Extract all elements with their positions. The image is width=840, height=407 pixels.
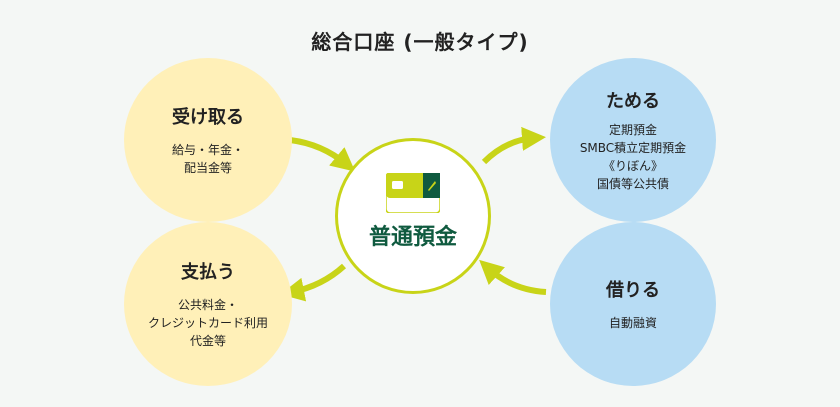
arrow-center-to-save (481, 126, 546, 165)
bank-card-icon (386, 173, 440, 213)
save-line: 国債等公共債 (596, 177, 669, 191)
pay-line: 代金等 (189, 334, 226, 348)
borrow-line: 自動融資 (608, 316, 657, 330)
pay-circle: 支払う 公共料金・ クレジットカード利用 代金等 (124, 222, 292, 386)
borrow-heading: 借りる (606, 280, 660, 301)
diagram-title: 総合口座 (一般タイプ) (311, 30, 529, 54)
pay-line: 公共料金・ (177, 298, 238, 312)
arrow-receive-to-center (289, 137, 356, 172)
borrow-circle: 借りる 自動融資 (550, 222, 716, 386)
save-circle: ためる 定期預金 SMBC積立定期預金 《りぼん》 国債等公共債 (550, 58, 716, 222)
center-label: 普通預金 (368, 225, 457, 250)
center-circle: 普通預金 (335, 138, 491, 294)
save-line: SMBC積立定期預金 (579, 141, 687, 155)
receive-heading: 受け取る (172, 107, 244, 128)
save-line: 《りぼん》 (602, 159, 663, 173)
pay-heading: 支払う (181, 262, 235, 283)
save-line: 定期預金 (608, 123, 657, 137)
receive-line: 配当金等 (183, 161, 232, 175)
receive-circle: 受け取る 給与・年金・ 配当金等 (124, 58, 292, 222)
save-heading: ためる (606, 91, 660, 112)
arrow-center-to-pay (280, 263, 347, 302)
receive-line: 給与・年金・ (171, 143, 244, 157)
arrow-borrow-to-center (479, 259, 547, 295)
pay-line: クレジットカード利用 (147, 316, 268, 330)
